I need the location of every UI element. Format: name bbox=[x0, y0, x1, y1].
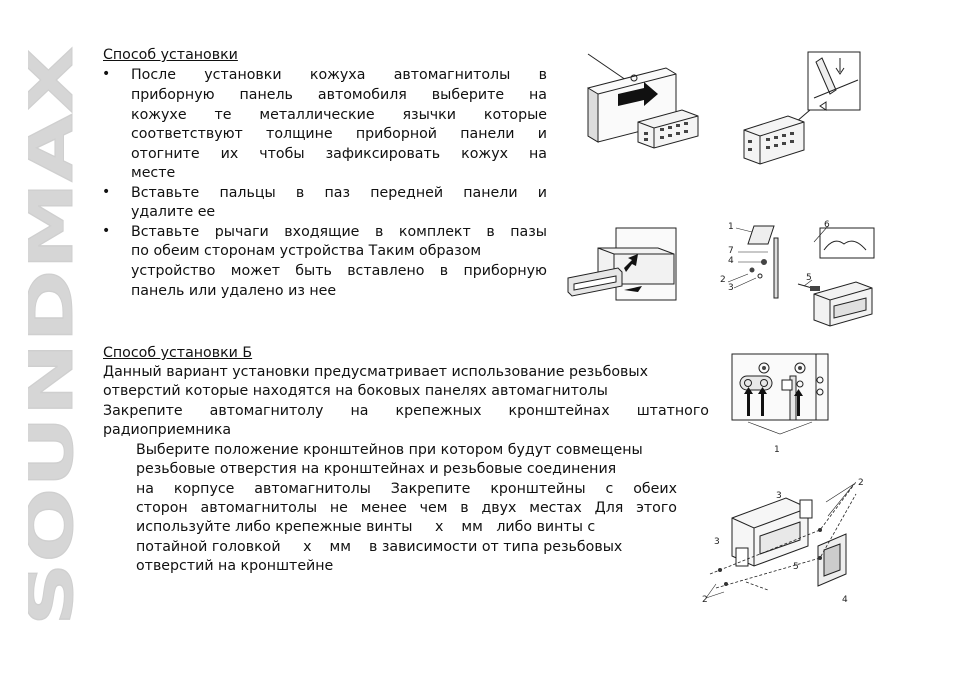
text-line: сторон автомагнитолы не менее чем в двух… bbox=[136, 500, 677, 516]
brand-logo-text: SOUNDMAX bbox=[28, 46, 86, 626]
figure-bend-tabs bbox=[736, 50, 864, 168]
figure-label: 3 bbox=[728, 283, 734, 293]
figure-sleeve-insertion bbox=[586, 50, 708, 162]
figure-label: 3 bbox=[714, 537, 720, 547]
bullet-dot: • bbox=[102, 223, 111, 239]
section-a-heading: Способ установки bbox=[103, 47, 238, 63]
figure-label: 6 bbox=[824, 220, 830, 230]
text-line: удалите ее bbox=[131, 204, 216, 220]
text-line: панель или удалено из нее bbox=[131, 283, 337, 299]
figure-label: 2 bbox=[702, 595, 708, 604]
text-line: кожухе те металлические язычки которые bbox=[131, 107, 547, 123]
figure-label: 1 bbox=[774, 445, 780, 455]
text-line: приборную панель автомобиля выберите на bbox=[131, 87, 547, 103]
text-line: потайной головкой x мм в зависимости от … bbox=[136, 539, 623, 555]
text-line: резьбовые отверстия на кронштейнах и рез… bbox=[136, 461, 617, 477]
section-b-heading: Способ установки Б bbox=[103, 345, 253, 361]
figure-side-bracket: 1 bbox=[728, 350, 832, 456]
figure-label: 2 bbox=[858, 478, 864, 488]
figure-label: 5 bbox=[793, 562, 799, 572]
figure-label: 3 bbox=[776, 491, 782, 501]
text-line: месте bbox=[131, 165, 176, 181]
text-line: Вставьте пальцы в паз передней панели и bbox=[131, 185, 547, 201]
figure-bracket-assembly: 3 2 3 5 2 4 bbox=[696, 474, 874, 604]
figure-label: 1 bbox=[728, 222, 734, 232]
figure-label: 4 bbox=[842, 595, 848, 604]
text-line: отверстий на кронштейне bbox=[136, 558, 334, 574]
brand-watermark: SOUNDMAX bbox=[28, 44, 86, 629]
figure-unit-removal bbox=[566, 224, 686, 316]
figure-parts-labeled: 1 7 4 6 2 3 5 bbox=[716, 218, 876, 336]
figure-label: 2 bbox=[720, 275, 726, 285]
text-line: отогните их чтобы зафиксировать кожух на bbox=[131, 146, 547, 162]
figure-label: 7 bbox=[728, 246, 734, 256]
text-line: Данный вариант установки предусматривает… bbox=[103, 364, 648, 380]
text-line: Выберите положение кронштейнов при котор… bbox=[136, 442, 643, 458]
text-line: Закрепите автомагнитолу на крепежных кро… bbox=[103, 403, 709, 419]
text-line: на корпусе автомагнитолы Закрепите кронш… bbox=[136, 481, 677, 497]
bullet-dot: • bbox=[102, 184, 111, 200]
figure-label: 5 bbox=[806, 273, 812, 283]
text-line: Вставьте рычаги входящие в комплект в па… bbox=[131, 224, 547, 240]
text-line: После установки кожуха автомагнитолы в bbox=[131, 67, 547, 83]
bullet-dot: • bbox=[102, 66, 111, 82]
text-line: устройство может быть вставлено в прибор… bbox=[131, 263, 547, 279]
text-line: по обеим сторонам устройства Таким образ… bbox=[131, 243, 482, 259]
figure-label: 4 bbox=[728, 256, 734, 266]
text-line: отверстий которые находятся на боковых п… bbox=[103, 383, 608, 399]
text-line: радиоприемника bbox=[103, 422, 232, 438]
text-line: используйте либо крепежные винты x мм ли… bbox=[136, 519, 596, 535]
text-line: соответствуют толщине приборной панели и bbox=[131, 126, 547, 142]
